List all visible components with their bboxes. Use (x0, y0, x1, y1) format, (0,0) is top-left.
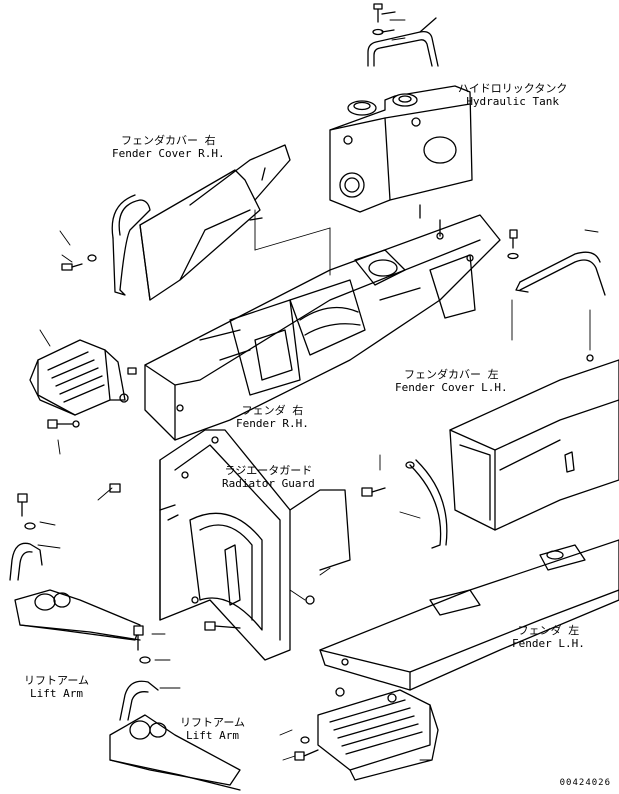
step-rh (29, 339, 137, 429)
label-hydraulic-tank: ハイドロリックタンク Hydraulic Tank (458, 82, 567, 108)
fender-rh-handrail-group (61, 194, 151, 296)
label-fender-lh-jp: フェンダ 左 (517, 624, 580, 637)
label-fender-cover-lh: フェンダカバー 左 Fender Cover L.H. (395, 368, 508, 394)
label-fender-rh-en: Fender R.H. (236, 417, 309, 430)
label-lift-arm-2-jp: リフトアーム (180, 716, 246, 729)
fender-cover-lh (449, 354, 619, 531)
step-lh (294, 687, 439, 781)
label-hydraulic-tank-en: Hydraulic Tank (466, 95, 560, 108)
fender-cover-rh (139, 144, 291, 301)
label-lift-arm-1-en: Lift Arm (30, 687, 83, 700)
label-fender-cover-rh-en: Fender Cover R.H. (112, 147, 225, 160)
lift-arm-upper (9, 493, 141, 641)
tank-handrail-group (367, 3, 439, 67)
label-fender-lh-en: Fender L.H. (512, 637, 585, 650)
hydraulic-tank (329, 85, 473, 219)
lift-arm-lower (109, 625, 241, 791)
label-fender-cover-lh-jp: フェンダカバー 左 (403, 368, 499, 381)
leader-lines (37, 19, 599, 761)
label-lift-arm-1: リフトアーム Lift Arm (24, 674, 89, 700)
label-hydraulic-tank-jp: ハイドロリックタンク (458, 82, 568, 95)
label-radiator-guard-jp: ラジエータガード (224, 464, 313, 477)
fender-lh-handrail-group (361, 229, 606, 549)
label-fender-cover-rh-jp: フェンダカバー 右 (120, 134, 216, 147)
label-lift-arm-2-en: Lift Arm (186, 729, 239, 742)
label-fender-rh-jp: フェンダ 右 (241, 404, 304, 417)
main-frame (144, 214, 501, 441)
label-fender-cover-rh: フェンダカバー 右 Fender Cover R.H. (112, 134, 225, 160)
label-lift-arm-1-jp: リフトアーム (24, 674, 90, 687)
fender-lh (319, 539, 619, 691)
label-fender-rh: フェンダ 右 Fender R.H. (236, 404, 309, 430)
document-number: 00424026 (559, 778, 611, 788)
label-radiator-guard-en: Radiator Guard (222, 477, 315, 490)
label-lift-arm-2: リフトアーム Lift Arm (180, 716, 245, 742)
radiator-guard (109, 429, 351, 661)
label-fender-lh: フェンダ 左 Fender L.H. (512, 624, 585, 650)
label-radiator-guard: ラジエータガード Radiator Guard (222, 464, 315, 490)
label-fender-cover-lh-en: Fender Cover L.H. (395, 381, 508, 394)
